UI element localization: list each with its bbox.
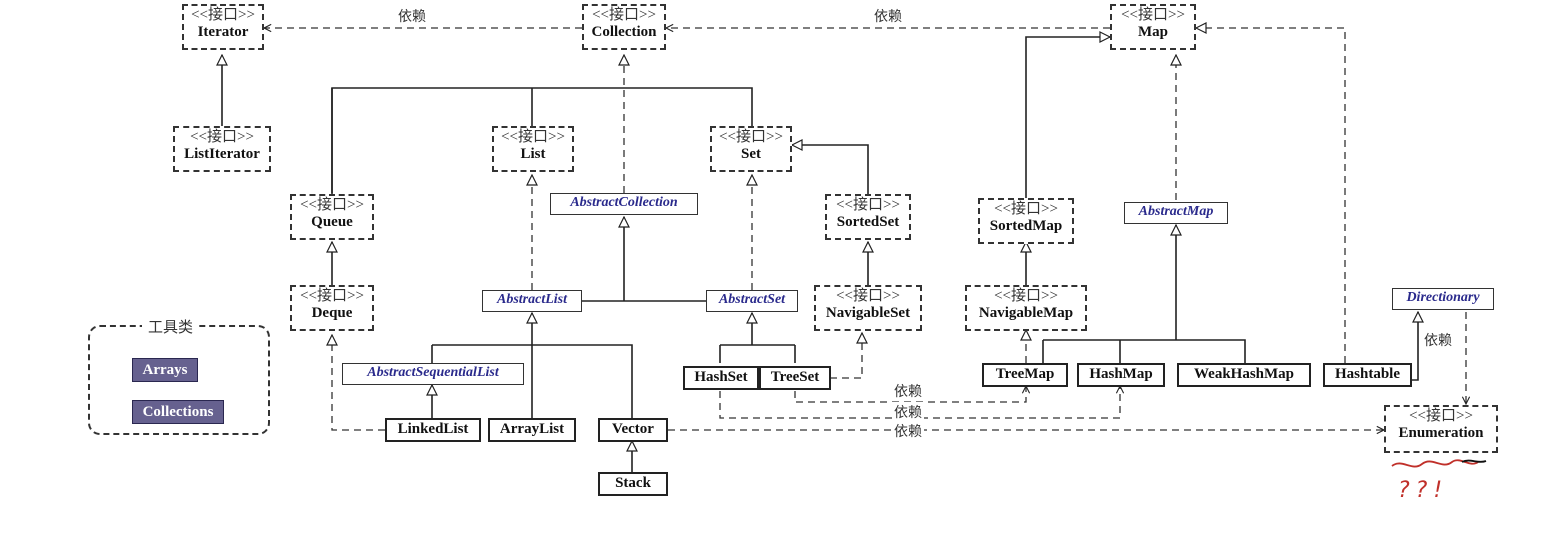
utility-legend: 工具类 Arrays Collections: [88, 316, 270, 435]
dependency-label: 依赖: [396, 6, 428, 26]
class-vector: Vector: [598, 418, 668, 442]
annotation-squiggle: [1391, 459, 1479, 468]
interface-name: SortedSet: [836, 214, 900, 230]
interface-name: Set: [741, 146, 761, 162]
stereotype-label: <<接口>>: [1121, 7, 1185, 23]
interface-sortedset: <<接口>> SortedSet: [825, 194, 911, 240]
dependency-label: 依赖: [892, 421, 924, 441]
class-linkedlist: LinkedList: [385, 418, 481, 442]
interface-list: <<接口>> List: [492, 126, 574, 172]
impl-hashtable-map: [1196, 28, 1346, 363]
class-hashmap: HashMap: [1077, 363, 1165, 387]
legend-item-collections: Collections: [132, 400, 224, 424]
dependency-label: 依赖: [892, 402, 924, 422]
stereotype-label: <<接口>>: [501, 129, 565, 145]
interface-name: Enumeration: [1398, 425, 1484, 441]
interface-name: NavigableSet: [825, 305, 911, 321]
stereotype-label: <<接口>>: [191, 7, 255, 23]
abstract-map: AbstractMap: [1124, 202, 1228, 224]
abstract-set: AbstractSet: [706, 290, 798, 312]
interface-name: SortedMap: [989, 218, 1063, 234]
class-treemap: TreeMap: [982, 363, 1068, 387]
dependency-label: 依赖: [872, 6, 904, 26]
interface-iterator: <<接口>> Iterator: [182, 4, 264, 50]
directionary: Directionary: [1392, 288, 1494, 310]
stereotype-label: <<接口>>: [300, 288, 364, 304]
stereotype-label: <<接口>>: [836, 197, 900, 213]
interface-name: NavigableMap: [978, 305, 1074, 321]
stereotype-label: <<接口>>: [836, 288, 900, 304]
interface-name: Map: [1138, 24, 1168, 40]
stereotype-label: <<接口>>: [994, 201, 1058, 217]
interface-sortedmap: <<接口>> SortedMap: [978, 198, 1074, 244]
class-treeset: TreeSet: [759, 366, 831, 390]
impl-treeset-navigableset: [830, 333, 862, 379]
edge-sortedset-set: [792, 145, 869, 194]
class-weakhashmap: WeakHashMap: [1177, 363, 1311, 387]
abstract-sequential-list: AbstractSequentialList: [342, 363, 524, 385]
class-arraylist: ArrayList: [488, 418, 576, 442]
stereotype-label: <<接口>>: [592, 7, 656, 23]
abstract-list: AbstractList: [482, 290, 582, 312]
impl-linkedlist-deque: [332, 335, 385, 431]
dependency-label: 依赖: [892, 381, 924, 401]
interface-name: Collection: [591, 24, 657, 40]
dependency-label: 依赖: [1422, 330, 1454, 350]
interface-navigableset: <<接口>> NavigableSet: [814, 285, 922, 331]
interface-collection: <<接口>> Collection: [582, 4, 666, 50]
interface-queue: <<接口>> Queue: [290, 194, 374, 240]
edge-hashset-treeset: [719, 344, 796, 363]
class-stack: Stack: [598, 472, 668, 496]
stereotype-label: <<接口>>: [1409, 408, 1473, 424]
edge-hashtable-directionary: [1412, 312, 1418, 381]
interface-listiterator: <<接口>> ListIterator: [173, 126, 271, 172]
annotation-underline: [1461, 459, 1487, 463]
interface-deque: <<接口>> Deque: [290, 285, 374, 331]
legend-item-arrays: Arrays: [132, 358, 198, 382]
dep-hashset-hashmap: [719, 386, 1120, 419]
class-hashtable: Hashtable: [1323, 363, 1412, 387]
stereotype-label: <<接口>>: [719, 129, 783, 145]
interface-name: ListIterator: [184, 146, 260, 162]
interface-name: List: [520, 146, 546, 162]
class-hashset: HashSet: [683, 366, 759, 390]
interface-set: <<接口>> Set: [710, 126, 792, 172]
interface-name: Deque: [311, 305, 353, 321]
interface-name: Iterator: [197, 24, 249, 40]
edge-sortedmap-map: [1025, 37, 1110, 198]
interface-navigablemap: <<接口>> NavigableMap: [965, 285, 1087, 331]
interface-enumeration: <<接口>> Enumeration: [1384, 405, 1498, 453]
stereotype-label: <<接口>>: [190, 129, 254, 145]
interface-map: <<接口>> Map: [1110, 4, 1196, 50]
legend-title: 工具类: [142, 316, 200, 337]
edge-linkedlist-vector-hub: [432, 344, 633, 418]
abstract-collection: AbstractCollection: [550, 193, 698, 215]
stereotype-label: <<接口>>: [994, 288, 1058, 304]
stereotype-label: <<接口>>: [300, 197, 364, 213]
interface-name: Queue: [311, 214, 353, 230]
handwritten-annotation: ??!: [1398, 478, 1449, 503]
edge-maps-hub: [1042, 339, 1246, 363]
